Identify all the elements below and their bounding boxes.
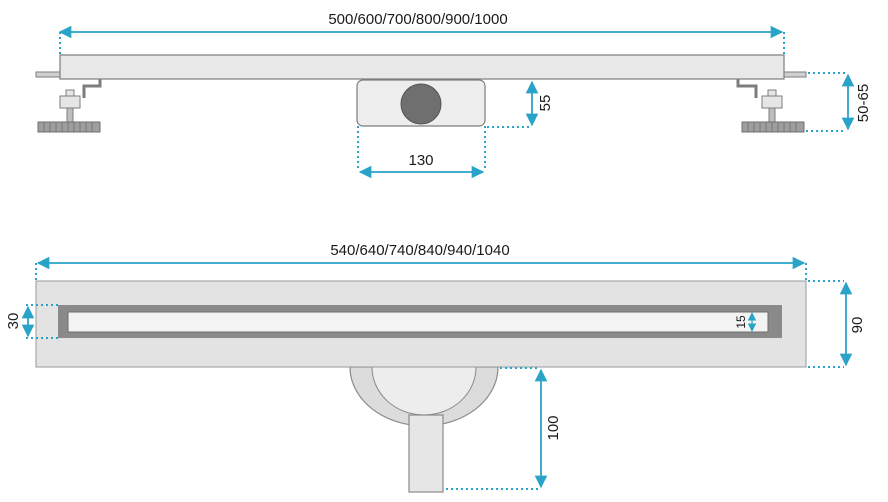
top-outlet-pipe (408, 414, 444, 493)
side-outlet-hole (400, 83, 442, 125)
inner-slot-label: 15 (734, 315, 748, 329)
right-adjustable-foot (736, 79, 805, 133)
left-adjustable-foot (37, 79, 102, 133)
top-length-label: 540/640/740/840/940/1040 (330, 242, 509, 259)
top-view: 15 540/640/740/840/940/1040 30 90 100 (5, 242, 866, 493)
slot-width-label: 30 (5, 313, 22, 330)
top-slot-inner (67, 311, 769, 333)
width-label: 90 (849, 317, 866, 334)
right-foot-pad (741, 121, 805, 133)
outlet-width-label: 130 (408, 152, 433, 169)
height-label: 50-65 (855, 84, 872, 122)
pipe-length-label: 100 (545, 415, 562, 440)
left-foot-pad (37, 121, 101, 133)
side-length-label: 500/600/700/800/900/1000 (328, 11, 507, 28)
outlet-depth-label: 55 (537, 95, 554, 112)
side-channel-body (59, 54, 785, 80)
side-view: 500/600/700/800/900/1000 130 55 50-65 (35, 11, 872, 179)
